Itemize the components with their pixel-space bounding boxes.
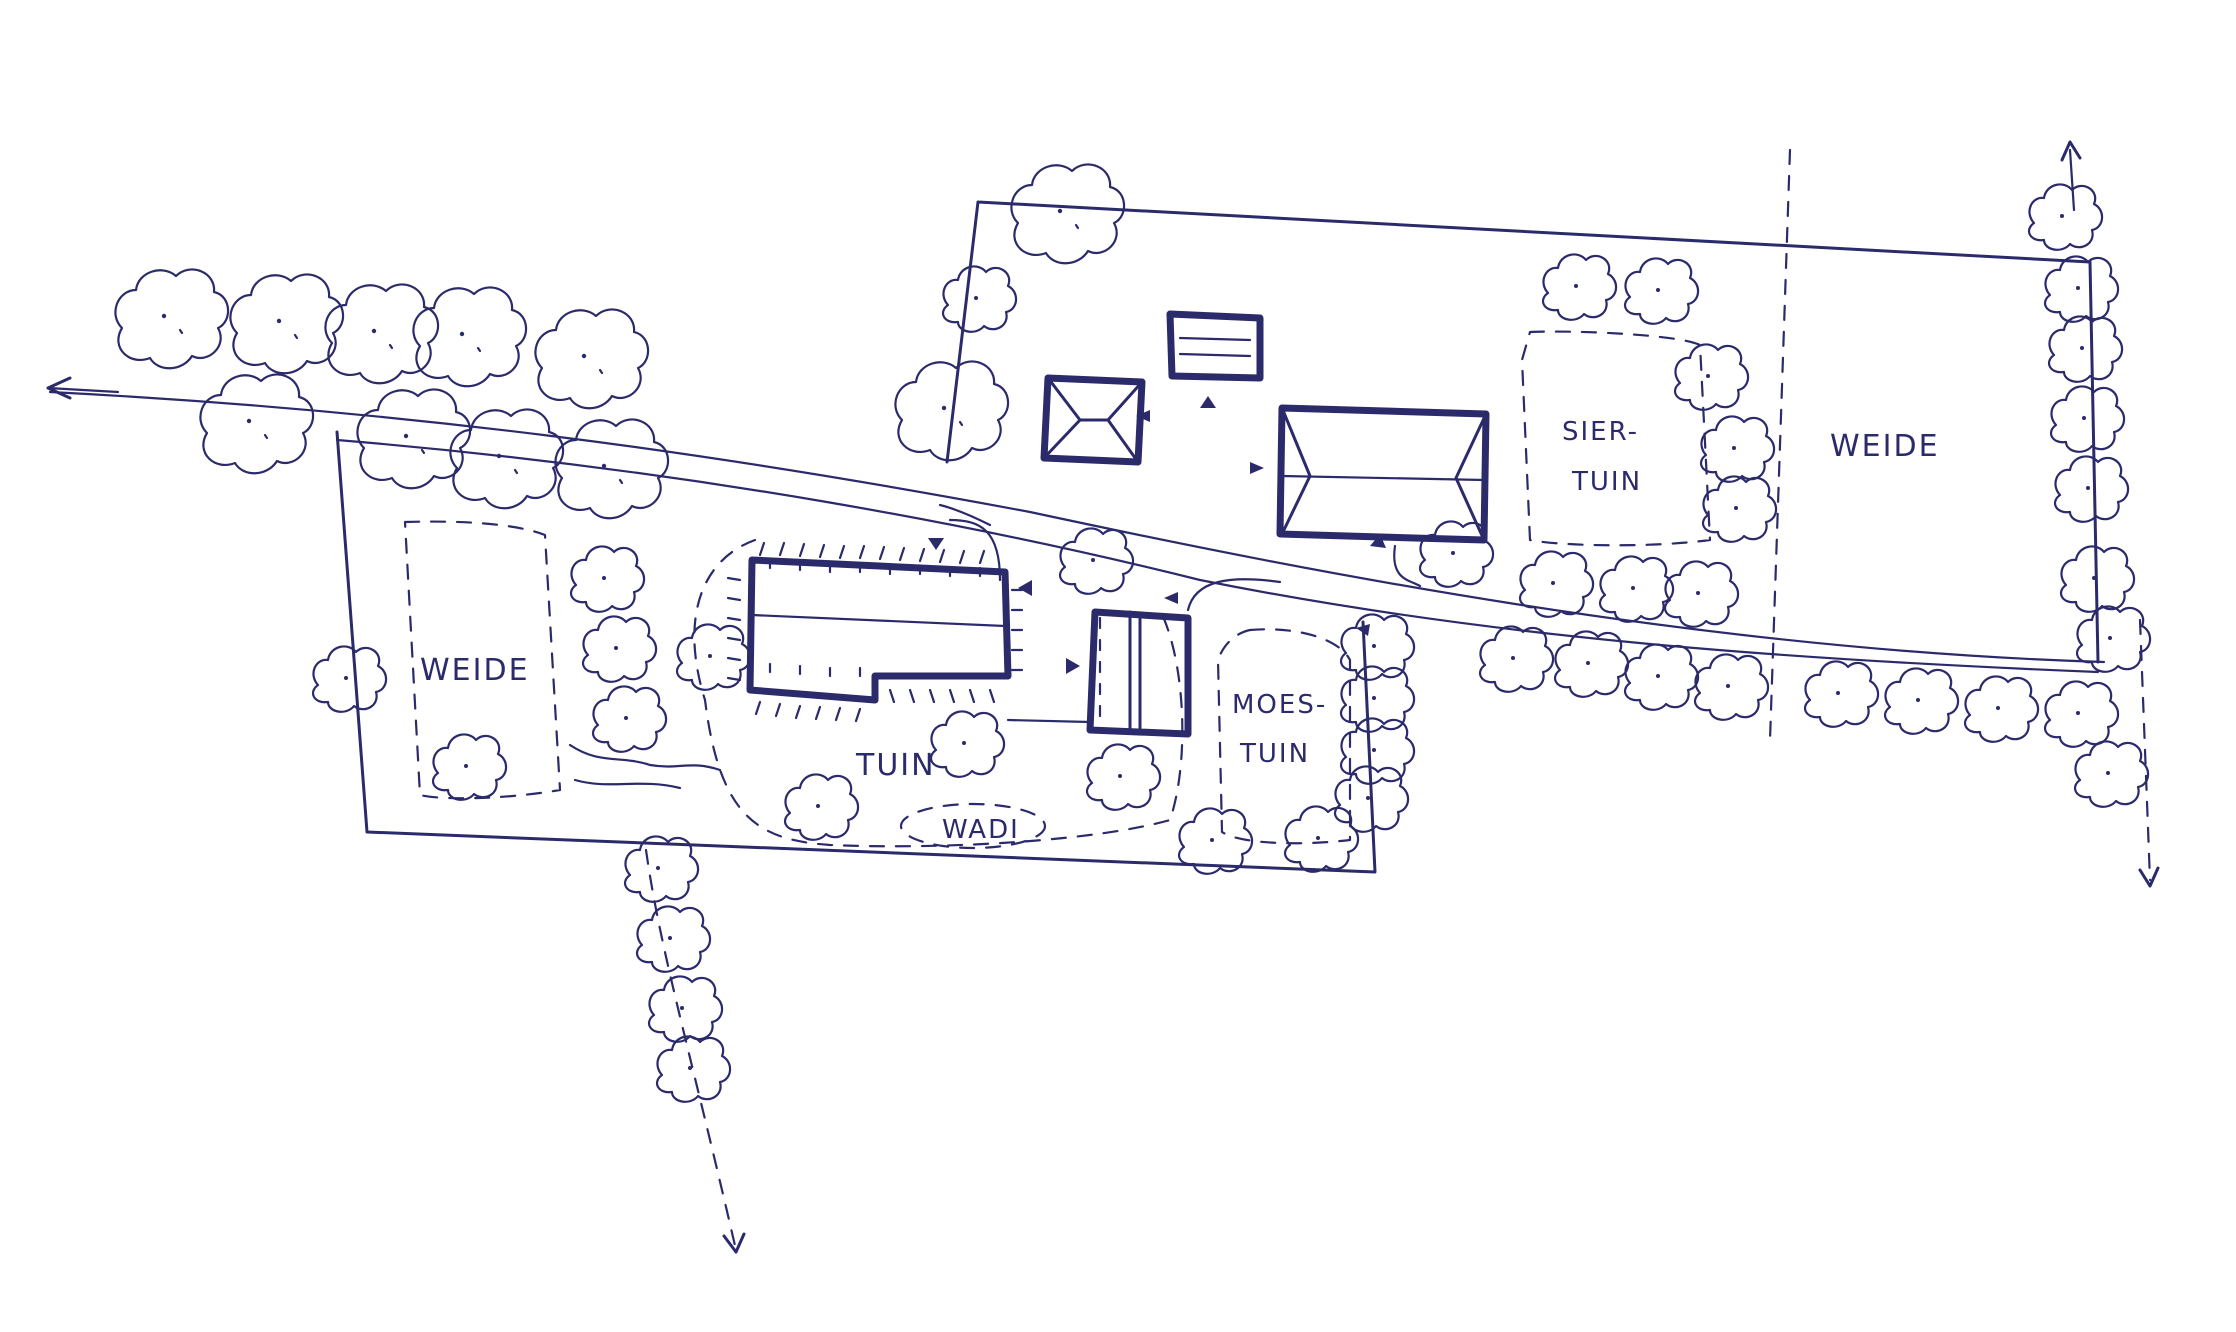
left-plot-boundary [335,430,1377,874]
tree-row-road-south [1478,625,2120,748]
tree-row-weide-edge [311,545,1360,875]
building-pavilion [1040,374,1146,466]
label-siertuin-1: SIER- [1562,417,1639,447]
entrance-arrow-icon [928,538,1370,674]
label-wadi: WADI [942,815,1020,845]
building-farmhouse-left [746,556,1012,704]
label-weide-left: WEIDE [420,653,530,688]
right-plot-boundary [945,200,2100,664]
tree-row-south-lane [623,835,732,1103]
label-weide-right: WEIDE [1830,429,1940,464]
building-shed-small [1166,310,1264,382]
building-farmhouse-right [1276,404,1490,544]
field-moestuin [1216,628,1352,845]
label-tuin: TUIN [855,748,936,783]
label-moestuin-2: TUIN [1239,739,1310,769]
building-barn-left [1086,608,1192,738]
tree-row-moestuin-edge [1333,613,1416,833]
tree-row-north-left [114,268,670,520]
field-weide-left [403,520,562,800]
tree-row-north-right [894,163,1778,628]
label-moestuin-1: MOES- [1232,690,1327,720]
label-siertuin-2: TUIN [1571,467,1642,497]
hatching-around-farmhouse [726,541,1024,723]
access-road [46,376,2106,674]
field-wadi [899,802,1047,850]
entrance-arrow-icon [1136,396,1386,548]
field-siertuin [1520,330,1712,547]
